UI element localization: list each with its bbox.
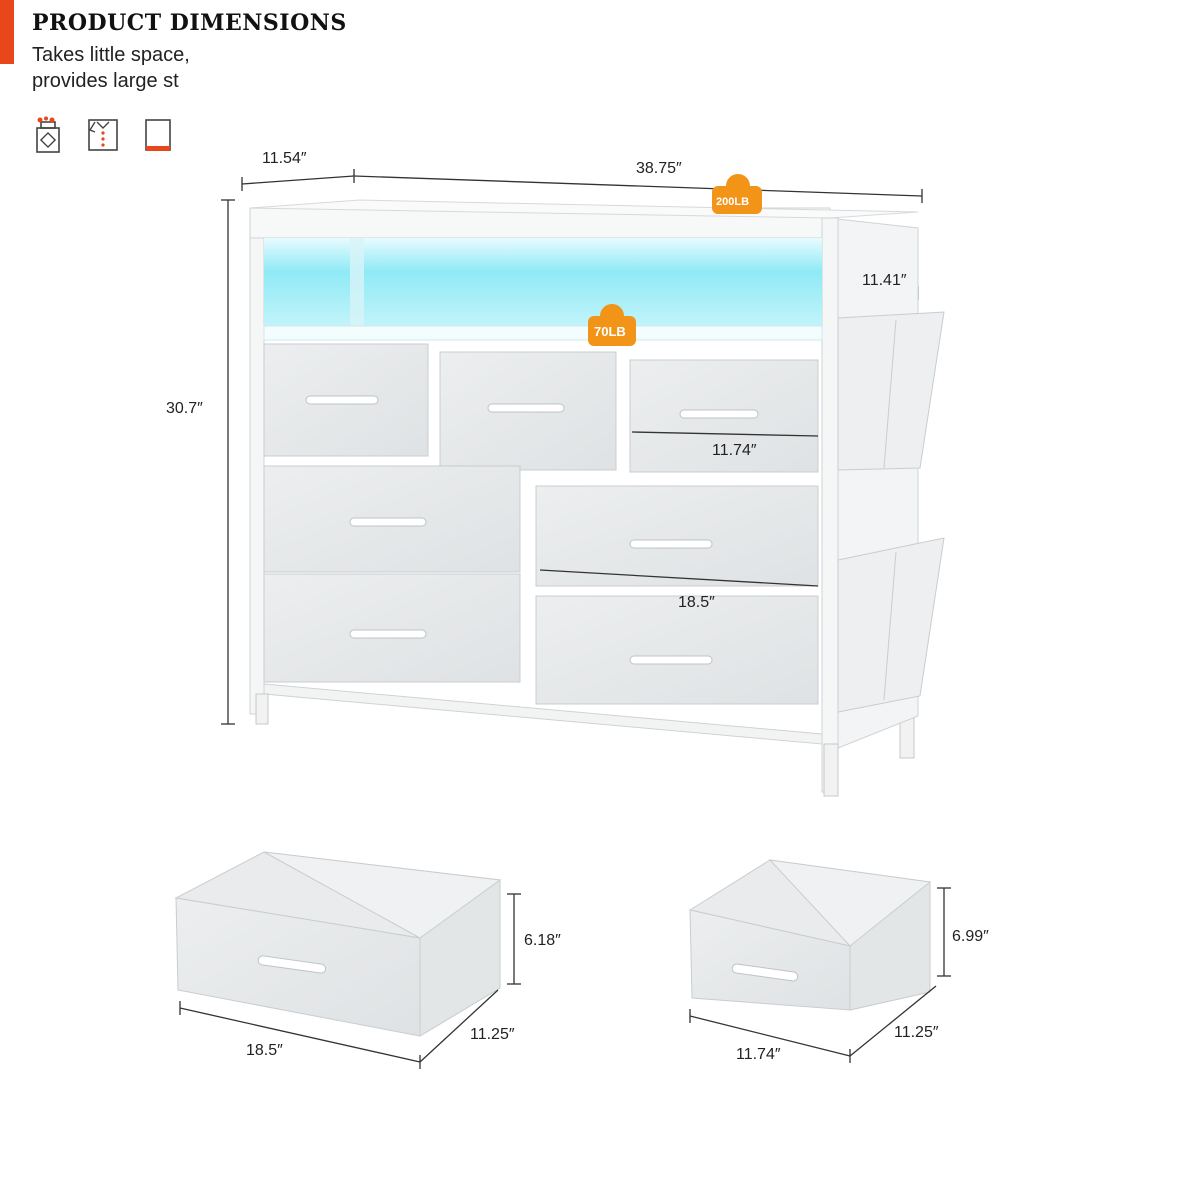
drawer (263, 573, 521, 683)
large-bin-depth-label: 11.25″ (470, 1026, 515, 1043)
drawer-handle (305, 395, 379, 405)
small-drawer-dim-line (631, 431, 819, 437)
small-bin-diagram (688, 859, 932, 1011)
large-bin-diagram (174, 851, 502, 1037)
small-bin-depth-label: 11.25″ (894, 1024, 939, 1041)
drawer-handle (629, 539, 713, 549)
large-drawer-width-label: 18.5″ (678, 594, 715, 611)
drawer-handle (629, 655, 713, 665)
small-bin-height-label: 6.99″ (952, 928, 989, 945)
page-title: PRODUCT DIMENSIONS (32, 10, 347, 36)
drawer-handle (349, 517, 427, 527)
top-load-badge (712, 174, 762, 214)
small-drawer-width-label: 11.74″ (712, 442, 757, 459)
subtitle-line-2: provides large st (32, 70, 179, 92)
top-load-label: 200LB (716, 196, 750, 208)
drawer-row-2 (263, 465, 819, 587)
fabric-shirt-icon (88, 119, 118, 151)
shelf-load-label: 70LB (594, 324, 626, 339)
side-pocket-lower (837, 537, 945, 713)
page-subtitle: Takes little space, provides large st (32, 42, 192, 94)
large-bin-height-label: 6.18″ (524, 932, 561, 949)
subtitle-line-1: Takes little space, (32, 44, 190, 66)
large-bin-dim-lines (179, 893, 521, 1069)
drawer-handle (349, 629, 427, 639)
width-label: 38.75″ (636, 160, 682, 177)
drawer-row-1 (263, 343, 819, 473)
height-label: 30.7″ (166, 400, 203, 417)
drawer (535, 595, 819, 705)
side-pocket-upper (837, 311, 945, 471)
depth-label: 11.54″ (262, 150, 307, 167)
shelf-load-badge (588, 304, 636, 346)
stain-resistant-icon (36, 116, 60, 153)
led-shelf (264, 238, 822, 334)
drawer-row-3 (263, 573, 819, 705)
drawer (535, 485, 819, 587)
small-bin-dim-lines (689, 887, 951, 1063)
drawer-handle (679, 409, 759, 419)
accent-bar (0, 0, 14, 64)
pocket-width-label: 11.41″ (862, 272, 907, 289)
large-drawer-dim-line (539, 569, 819, 587)
small-bin-width-label: 11.74″ (736, 1046, 781, 1063)
width-dimension-line (353, 175, 923, 203)
height-dimension-line (221, 199, 235, 725)
large-bin-width-label: 18.5″ (246, 1042, 283, 1059)
drawer-panel-icon (145, 119, 171, 151)
depth-dimension-line (241, 169, 355, 191)
drawer-handle (487, 403, 565, 413)
